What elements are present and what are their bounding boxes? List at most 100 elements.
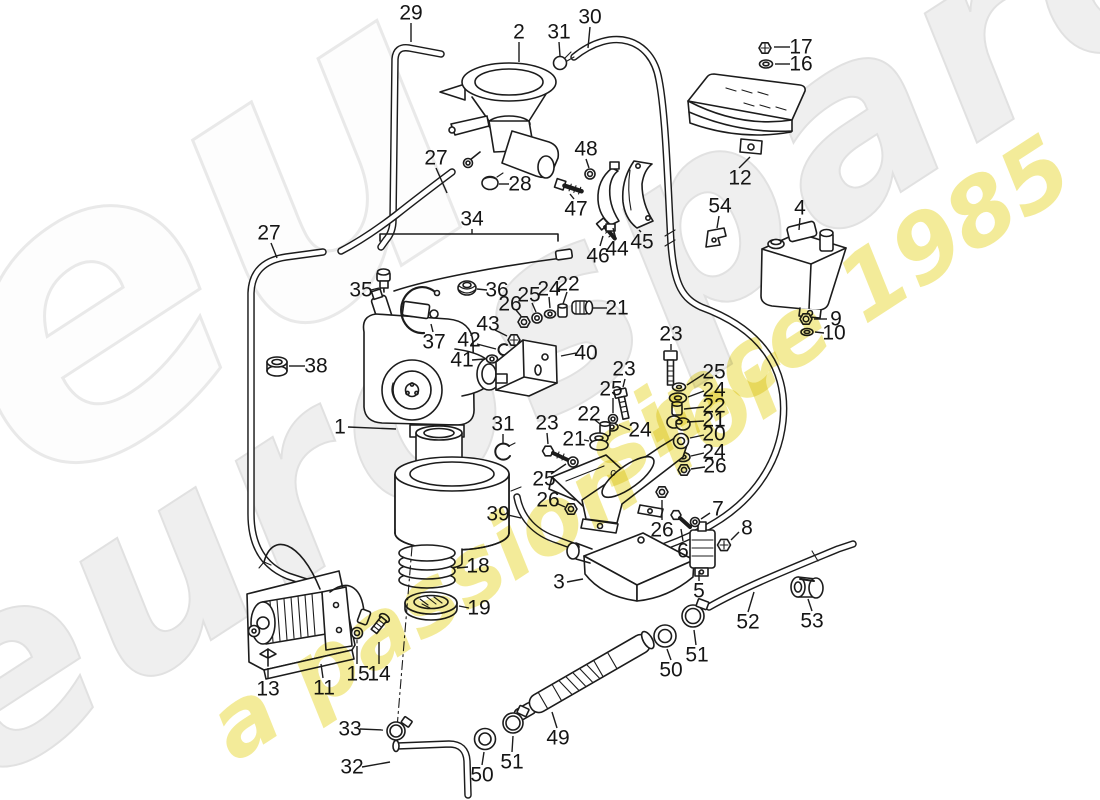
- part-label-13: 13: [256, 678, 279, 701]
- nut-26-icon-b: [677, 464, 691, 476]
- centerline-dash: [395, 546, 413, 741]
- plug-21-icon-a: [571, 300, 594, 315]
- leader-line-31: [558, 41, 561, 57]
- leader-line-24: [687, 390, 705, 398]
- part-label-16: 16: [789, 53, 812, 76]
- washer-48-icon: [584, 168, 596, 180]
- clamp-28-icon: [481, 172, 504, 191]
- part-label-23: 23: [659, 323, 682, 346]
- part-label-26: 26: [498, 293, 521, 316]
- leader-line-25: [686, 373, 705, 386]
- leader-line-44: [612, 227, 617, 240]
- bushing-50-icon-a: [473, 727, 497, 751]
- part-label-23: 23: [612, 358, 635, 381]
- coil-unit-11: [246, 543, 372, 680]
- washer-10-icon: [800, 327, 814, 337]
- part-label-18: 18: [466, 555, 489, 578]
- part-label-1: 1: [334, 416, 346, 439]
- part-label-31: 31: [491, 413, 514, 436]
- nut-17-icon: [758, 42, 772, 54]
- cover-12: [687, 73, 806, 155]
- leader-line-48: [585, 158, 590, 169]
- leader-line-50: [666, 648, 672, 661]
- leader-line-26: [690, 466, 706, 470]
- leader-line-25: [531, 302, 537, 313]
- nut-26-icon-d: [655, 486, 669, 498]
- part-label-31: 31: [547, 21, 570, 44]
- part-label-10: 10: [822, 322, 845, 345]
- bolt-6-icon: [670, 509, 692, 529]
- leader-line-7: [700, 512, 711, 520]
- part-label-38: 38: [304, 355, 327, 378]
- part-label-20: 20: [702, 423, 725, 446]
- part-label-32: 32: [340, 756, 363, 779]
- part-label-50: 50: [659, 659, 682, 682]
- nut-43-icon: [507, 334, 521, 346]
- hose-30: [570, 35, 788, 566]
- spring-18: [398, 544, 456, 589]
- part-label-43: 43: [476, 313, 499, 336]
- grommet-21-icon-c: [589, 432, 609, 451]
- spring-clip-37: [400, 285, 441, 335]
- part-label-25: 25: [702, 361, 725, 384]
- leader-line-23: [546, 432, 549, 445]
- part-label-24: 24: [702, 379, 726, 402]
- part-label-41: 41: [450, 349, 473, 372]
- nut-25-icon-d: [567, 456, 579, 468]
- washer-16-icon: [758, 59, 774, 69]
- part-label-28: 28: [508, 173, 531, 196]
- sleeve-22-icon-a: [557, 303, 568, 318]
- bracket-34: [379, 233, 559, 242]
- valve-5: [689, 521, 716, 577]
- part-label-17: 17: [789, 36, 812, 59]
- part-label-29: 29: [399, 2, 422, 25]
- air-intake-unit-2: [439, 62, 560, 179]
- nut-26-icon-c: [564, 503, 578, 515]
- part-label-47: 47: [564, 198, 587, 221]
- fuel-tank-4: [760, 220, 847, 319]
- part-label-21: 21: [562, 428, 585, 451]
- part-label-49: 49: [546, 727, 569, 750]
- bracket-40: [495, 339, 558, 397]
- washer-24-icon-a: [543, 309, 557, 319]
- leader-line-41: [471, 358, 486, 361]
- leader-line-50: [481, 751, 485, 766]
- part-label-27: 27: [257, 222, 280, 245]
- clamp-31-icon-top: [552, 51, 575, 71]
- washer-41-icon: [485, 354, 499, 364]
- part-label-44: 44: [605, 238, 629, 261]
- part-label-15: 15: [346, 663, 369, 686]
- leader-line-51: [511, 735, 514, 753]
- clip-13-icon: [259, 648, 277, 667]
- grommet-36-icon: [457, 280, 477, 296]
- leader-line-22: [683, 406, 705, 410]
- sleeve-53-icon: [790, 576, 824, 599]
- bolt-23-icon-a: [663, 350, 678, 386]
- leader-line-27: [435, 167, 448, 194]
- part-label-46: 46: [586, 245, 609, 268]
- leader-line-27: [270, 242, 278, 259]
- leader-line-47: [569, 193, 575, 200]
- part-label-54: 54: [708, 195, 732, 218]
- leader-line-12: [738, 156, 751, 169]
- washer-15-icon: [350, 626, 364, 647]
- part-label-2: 2: [513, 21, 525, 44]
- part-label-50: 50: [470, 764, 493, 787]
- part-label-53: 53: [800, 610, 823, 633]
- part-label-22: 22: [577, 403, 600, 426]
- washer-25-icon-b: [671, 382, 687, 392]
- leader-line-3: [566, 578, 584, 583]
- leader-line-37: [430, 323, 434, 333]
- nut-9-icon: [799, 313, 813, 325]
- part-label-40: 40: [574, 342, 597, 365]
- part-label-30: 30: [578, 6, 601, 29]
- part-label-51: 51: [500, 751, 523, 774]
- screw-14-icon: [370, 612, 391, 635]
- leader-line-21: [583, 439, 590, 442]
- part-label-26: 26: [536, 489, 559, 512]
- part-label-27: 27: [424, 147, 447, 170]
- clamp-31-icon-b: [494, 442, 516, 461]
